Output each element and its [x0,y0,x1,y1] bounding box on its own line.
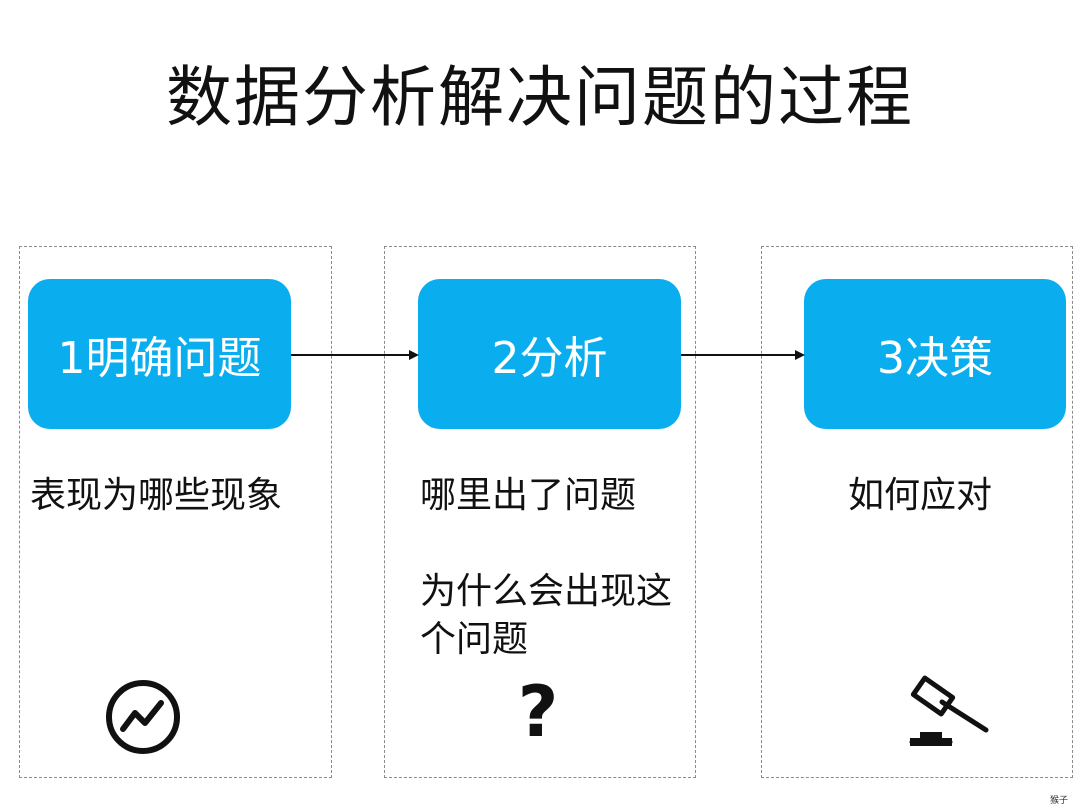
step-column-2 [384,246,696,778]
watermark-text: 猴子 [1049,796,1068,806]
step-box-analyze: 2分析 [418,279,681,429]
step-2-description-why: 为什么会出现这个问题 [420,571,673,660]
page-title: 数据分析解决问题的过程 [166,59,914,136]
question-mark-icon: ? [517,671,559,753]
step-column-3 [761,246,1073,778]
step-box-define-problem: 1明确问题 [28,279,291,429]
step-box-decide: 3决策 [804,279,1066,429]
trend-chart-icon [106,680,180,754]
arrow-step1-to-step2 [291,350,419,360]
step-column-1 [19,246,332,778]
arrow-step2-to-step3 [681,350,805,360]
step-3-description: 如何应对 [848,475,993,516]
gavel-icon [909,675,989,746]
step-1-description: 表现为哪些现象 [30,475,283,516]
step-2-description-where: 哪里出了问题 [420,475,637,516]
